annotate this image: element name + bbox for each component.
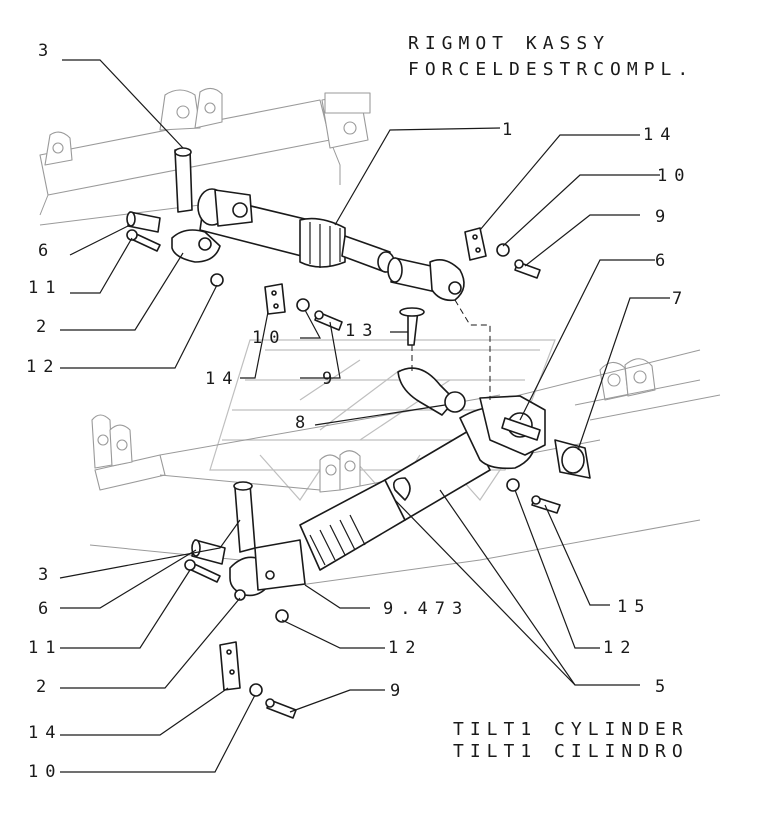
callout-14-bot: 14 <box>28 723 62 743</box>
callout-10-top: 10 <box>657 166 691 186</box>
lower-cylinder-assembly <box>184 395 591 719</box>
upper-cylinder-assembly <box>174 147 465 302</box>
title-top-line1: RIGMOT KASSY <box>408 33 610 54</box>
callout-2-bot: 2 <box>36 677 53 697</box>
callout-13: 13 <box>345 321 379 341</box>
callout-11-bot: 11 <box>28 638 62 658</box>
callout-9473: 9.473 <box>383 599 469 619</box>
callout-9-mid: 9 <box>322 369 339 389</box>
callout-6-right: 6 <box>655 251 672 271</box>
callout-5: 5 <box>655 677 672 697</box>
callout-14-top: 14 <box>643 125 677 145</box>
callout-12-right: 12 <box>603 638 637 658</box>
callout-9-top: 9 <box>655 207 672 227</box>
watermark-logo <box>209 339 556 501</box>
callout-12-mid: 12 <box>388 638 422 658</box>
assembly-dashes <box>411 299 491 400</box>
callout-3-top: 3 <box>38 41 55 61</box>
callout-8: 8 <box>295 413 312 433</box>
callout-15: 15 <box>617 597 651 617</box>
callout-3-bot: 3 <box>38 565 55 585</box>
title-bottom-line2: TILT1 CILINDRO <box>453 741 689 762</box>
title-bottom-line1: TILT1 CYLINDER <box>453 719 689 740</box>
upper-small-parts <box>126 211 541 416</box>
leader-lines <box>59 59 670 773</box>
callout-2-top: 2 <box>36 317 53 337</box>
title-top-line2: FORCELDESTRCOMPL. <box>408 59 694 80</box>
callout-1: 1 <box>502 120 519 140</box>
callout-11-top: 11 <box>28 278 62 298</box>
callout-7: 7 <box>672 289 689 309</box>
callout-6-top: 6 <box>38 241 55 261</box>
callout-9-bot: 9 <box>390 681 407 701</box>
callout-12-top: 12 <box>26 357 60 377</box>
callout-6-bot: 6 <box>38 599 55 619</box>
callout-10-mid: 10 <box>252 328 286 348</box>
callout-10-bot: 10 <box>28 762 62 782</box>
callout-14-mid: 14 <box>205 369 239 389</box>
